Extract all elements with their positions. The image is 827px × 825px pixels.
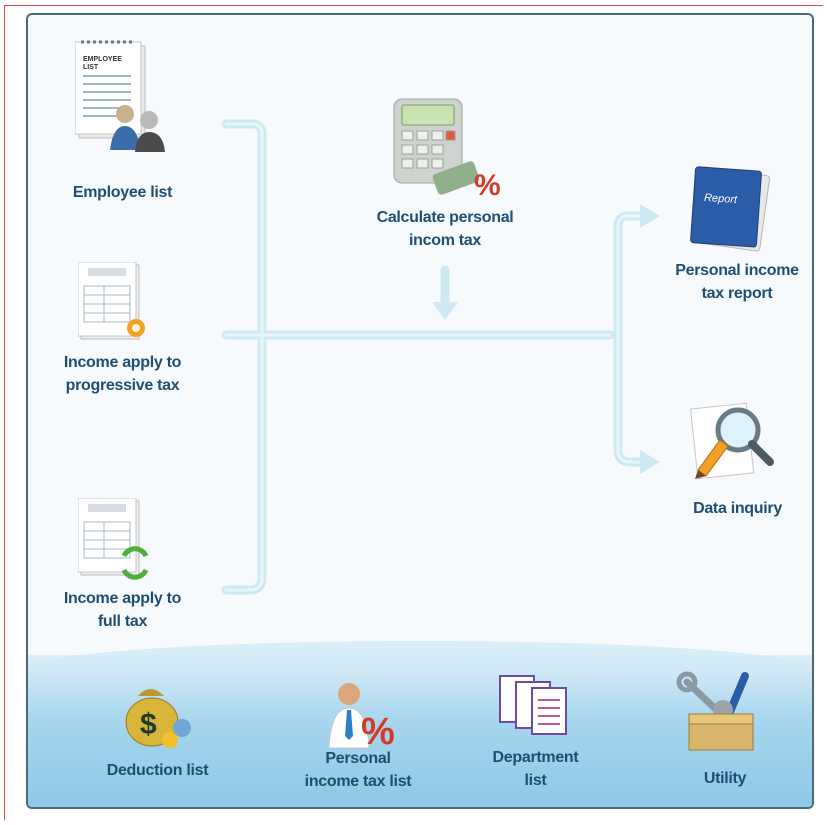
utility-label: Utility [703,770,747,787]
magnifier-pencil-icon [690,402,774,480]
tax-report-item[interactable]: Report Personal income tax report [662,165,812,310]
data-inquiry-label: Data inquiry [693,500,782,517]
deduction-list-button[interactable]: $ Deduction list [90,680,225,790]
page-frame [4,5,823,820]
document-stack-icon [499,675,567,735]
calculate-tax-label: Calculate personal incom tax [376,209,514,249]
full-tax-doc-icon [78,498,149,580]
employee-list-icon [75,40,165,152]
progressive-tax-doc-icon [78,262,145,340]
department-list-label: Department list [492,749,579,789]
toolbox-icon [676,671,754,751]
utility-button[interactable]: Utility [660,670,790,795]
calculator-icon: % [393,98,501,202]
department-list-button[interactable]: Department list [478,672,593,797]
personal-income-tax-list-label: Personal income tax list [304,750,412,790]
income-full-label: Income apply to full tax [63,590,182,630]
employee-list-item[interactable]: EMPLOYEE LIST Employee list [55,40,190,210]
calculate-tax-item[interactable]: % Calculate personal incom tax [355,95,535,260]
income-full-item[interactable]: Income apply to full tax [45,498,200,638]
report-book-icon [690,166,771,252]
tax-report-label: Personal income tax report [675,262,799,302]
money-bag-icon: $ [125,689,191,748]
data-inquiry-item[interactable]: Data inquiry [665,400,810,525]
employee-list-doc-title: EMPLOYEE LIST [83,56,122,71]
employee-list-label: Employee list [72,184,173,201]
svg-text:%: % [361,711,395,750]
income-progressive-label: Income apply to progressive tax [63,354,182,394]
report-book-title: Report [703,191,738,207]
svg-text:$: $ [140,708,157,741]
deduction-list-label: Deduction list [106,762,209,779]
svg-text:%: % [474,169,501,202]
personal-income-tax-list-button[interactable]: % Personal income tax list [288,680,428,795]
businessman-percent-icon: % [328,683,395,750]
income-progressive-item[interactable]: Income apply to progressive tax [45,262,200,402]
